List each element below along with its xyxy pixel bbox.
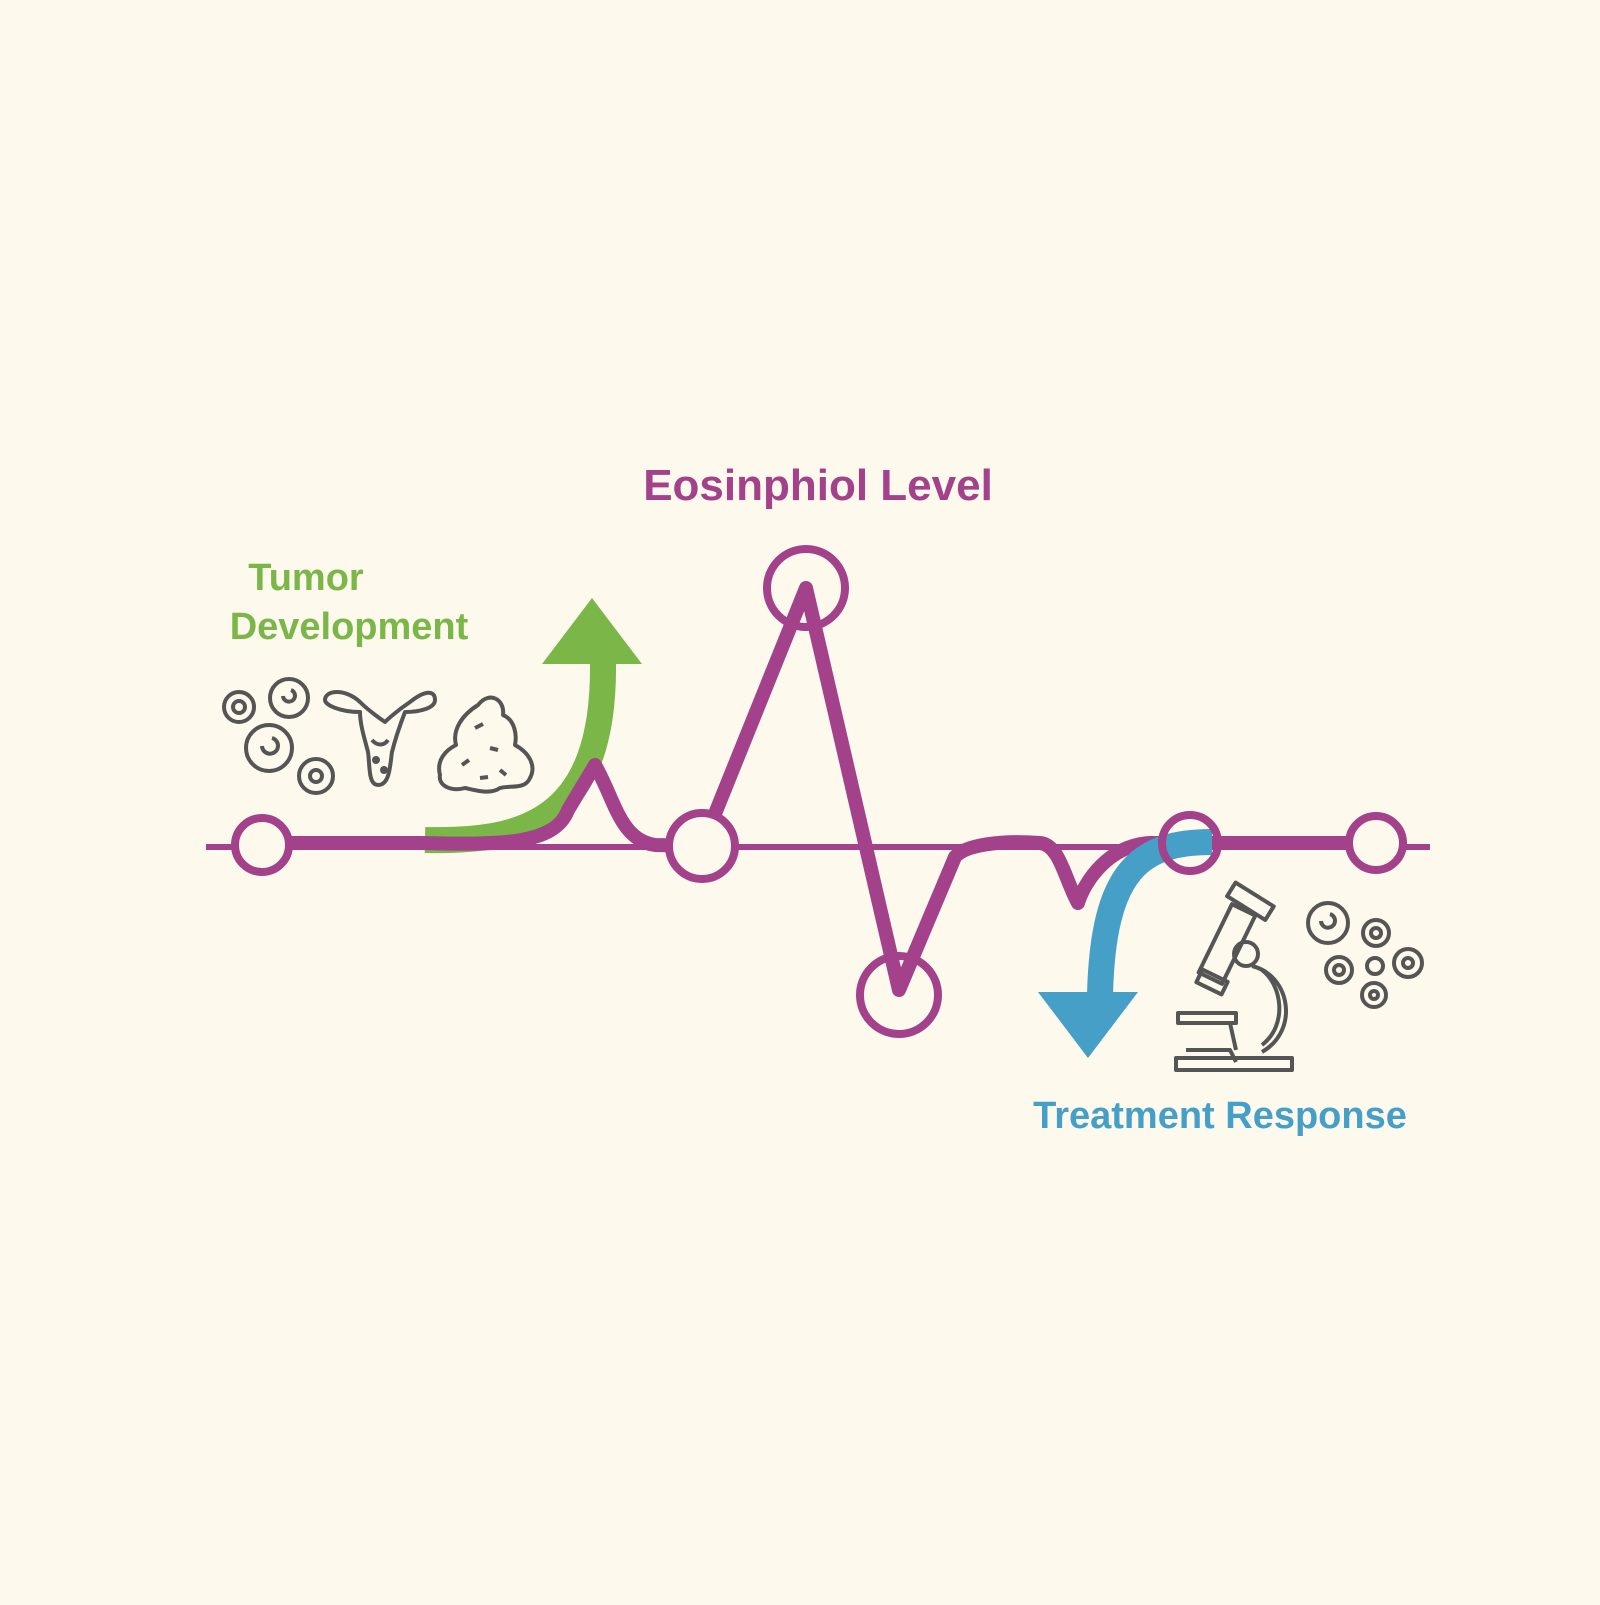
node-end <box>1345 812 1407 874</box>
eosinophil-wave <box>255 581 1383 997</box>
node-recovery <box>1158 811 1222 875</box>
treatment-label: Treatment Response <box>1033 1095 1407 1137</box>
cells-icon <box>222 677 335 795</box>
tumor-label-line2: Development <box>230 606 469 648</box>
node-start <box>231 814 293 876</box>
cells-icon <box>1306 901 1424 1009</box>
diagram-title: Eosinphiol Level <box>643 461 993 510</box>
microscope-icon <box>1174 880 1294 1072</box>
down-arrow-icon <box>1038 829 1213 1058</box>
wave-nodes <box>231 545 1407 1038</box>
node-peak <box>763 545 849 631</box>
uterus-icon <box>323 690 437 787</box>
tumor-mass-icon <box>437 695 535 794</box>
tumor-label-line1: Tumor <box>248 557 364 599</box>
node-trough <box>856 952 942 1038</box>
node-rise <box>665 809 739 883</box>
